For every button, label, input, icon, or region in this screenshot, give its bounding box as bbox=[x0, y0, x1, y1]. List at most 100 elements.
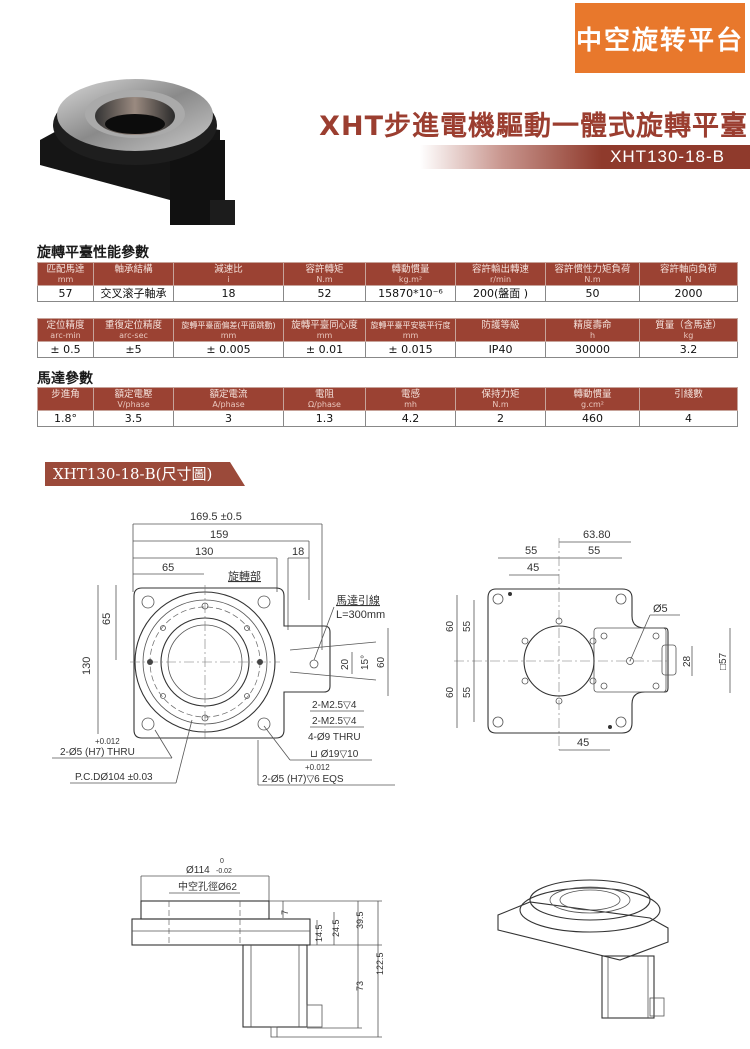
svg-text:+0.012: +0.012 bbox=[95, 737, 120, 746]
svg-text:45: 45 bbox=[527, 562, 539, 574]
table-cell: IP40 bbox=[455, 341, 546, 358]
svg-text:0: 0 bbox=[220, 858, 224, 865]
table-cell: ± 0.5 bbox=[37, 341, 94, 358]
svg-text:55: 55 bbox=[462, 620, 473, 632]
svg-text:122.5: 122.5 bbox=[375, 952, 385, 975]
table-cell: 3 bbox=[173, 410, 284, 427]
table-cell: 1.3 bbox=[283, 410, 366, 427]
svg-text:Ø114: Ø114 bbox=[186, 865, 210, 876]
table-cell: 4.2 bbox=[365, 410, 456, 427]
svg-text:60: 60 bbox=[376, 656, 387, 668]
table-cell: 4 bbox=[639, 410, 738, 427]
svg-text:2-Ø5 (H7) THRU: 2-Ø5 (H7) THRU bbox=[60, 747, 135, 758]
svg-text:中空孔徑Ø62: 中空孔徑Ø62 bbox=[178, 880, 237, 893]
top-view-drawing: 169.5 ±0.5 159 130 18 65 旋轉部 130 65 馬達引線… bbox=[52, 511, 395, 786]
product-title: XHT步進電機驅動一體式旋轉平臺 bbox=[319, 111, 748, 142]
isometric-drawing bbox=[497, 879, 669, 1019]
table-cell: 52 bbox=[283, 285, 366, 302]
svg-text:55: 55 bbox=[462, 686, 473, 698]
svg-text:65: 65 bbox=[101, 613, 113, 625]
table-cell: 460 bbox=[545, 410, 640, 427]
table-cell: 15870*10⁻⁶ bbox=[365, 285, 456, 302]
product-photo bbox=[40, 79, 235, 225]
svg-text:P.C.DØ104 ±0.03: P.C.DØ104 ±0.03 bbox=[75, 772, 153, 783]
svg-text:+0.012: +0.012 bbox=[305, 763, 330, 772]
svg-text:73: 73 bbox=[355, 981, 365, 991]
col-header: 質量（含馬達）kg bbox=[639, 318, 738, 342]
motor-section-title: 馬達參數 bbox=[37, 371, 93, 387]
performance-section-title: 旋轉平臺性能參數 bbox=[37, 245, 149, 261]
title-band bbox=[420, 145, 750, 169]
svg-text:18: 18 bbox=[292, 546, 304, 558]
col-header: 軸承結構 bbox=[93, 262, 174, 286]
svg-text:130: 130 bbox=[81, 657, 93, 675]
table-cell: 200(盤面 ) bbox=[455, 285, 546, 302]
bottom-view-drawing: 63.80 55 55 45 Ø5 28 □57 60 60 55 55 45 bbox=[445, 529, 731, 751]
svg-text:65: 65 bbox=[162, 562, 174, 574]
table-cell: 50 bbox=[545, 285, 640, 302]
category-badge: 中空旋转平台 bbox=[575, 3, 745, 73]
table-cell: 1.8° bbox=[37, 410, 94, 427]
table-cell: 57 bbox=[37, 285, 94, 302]
svg-text:169.5 ±0.5: 169.5 ±0.5 bbox=[190, 511, 242, 523]
table-cell: 18 bbox=[173, 285, 284, 302]
svg-text:馬達引線: 馬達引線 bbox=[336, 593, 380, 607]
svg-text:2-Ø5 (H7)▽6 EQS: 2-Ø5 (H7)▽6 EQS bbox=[262, 774, 344, 785]
model-code: XHT130-18-B bbox=[610, 147, 725, 166]
svg-text:20: 20 bbox=[340, 658, 351, 670]
table-cell: ± 0.015 bbox=[365, 341, 456, 358]
table-cell: 3.5 bbox=[93, 410, 174, 427]
svg-text:□57: □57 bbox=[718, 652, 729, 670]
svg-text:2-M2.5▽4: 2-M2.5▽4 bbox=[312, 700, 357, 711]
table-cell: ±5 bbox=[93, 341, 174, 358]
svg-text:159: 159 bbox=[210, 529, 228, 541]
table-cell: 2000 bbox=[639, 285, 738, 302]
table-row: ± 0.5 ±5 ± 0.005 ± 0.01 ± 0.015 IP40 300… bbox=[37, 341, 738, 358]
svg-text:45: 45 bbox=[577, 737, 589, 749]
svg-text:L=300mm: L=300mm bbox=[336, 609, 385, 621]
svg-text:-0.02: -0.02 bbox=[216, 868, 232, 875]
table-cell: ± 0.005 bbox=[173, 341, 284, 358]
svg-text:55: 55 bbox=[525, 545, 537, 557]
svg-text:28: 28 bbox=[682, 655, 693, 667]
svg-text:4-Ø9 THRU: 4-Ø9 THRU bbox=[308, 732, 361, 743]
svg-text:2-M2.5▽4: 2-M2.5▽4 bbox=[312, 716, 357, 727]
col-header: 引綫數 bbox=[639, 387, 738, 411]
col-header: 旋轉平臺面偏差(平面跳動)mm bbox=[173, 318, 284, 342]
svg-text:55: 55 bbox=[588, 545, 600, 557]
side-view-drawing: Ø114 0 -0.02 中空孔徑Ø62 7 14.5 24.5 39.5 73… bbox=[131, 858, 385, 1038]
svg-text:Ø5: Ø5 bbox=[653, 603, 668, 615]
svg-text:⊔ Ø19▽10: ⊔ Ø19▽10 bbox=[310, 749, 359, 760]
table-cell: 30000 bbox=[545, 341, 640, 358]
svg-text:旋轉部: 旋轉部 bbox=[228, 569, 261, 583]
svg-text:60: 60 bbox=[445, 620, 456, 632]
dimension-drawing-tag: XHT130-18-B(尺寸圖) bbox=[45, 462, 245, 486]
svg-text:15°: 15° bbox=[360, 655, 371, 670]
svg-text:14.5: 14.5 bbox=[314, 924, 324, 942]
table-cell: 3.2 bbox=[639, 341, 738, 358]
table-row: 1.8° 3.5 3 1.3 4.2 2 460 4 bbox=[37, 410, 738, 427]
svg-text:130: 130 bbox=[195, 546, 213, 558]
svg-text:39.5: 39.5 bbox=[355, 911, 365, 929]
